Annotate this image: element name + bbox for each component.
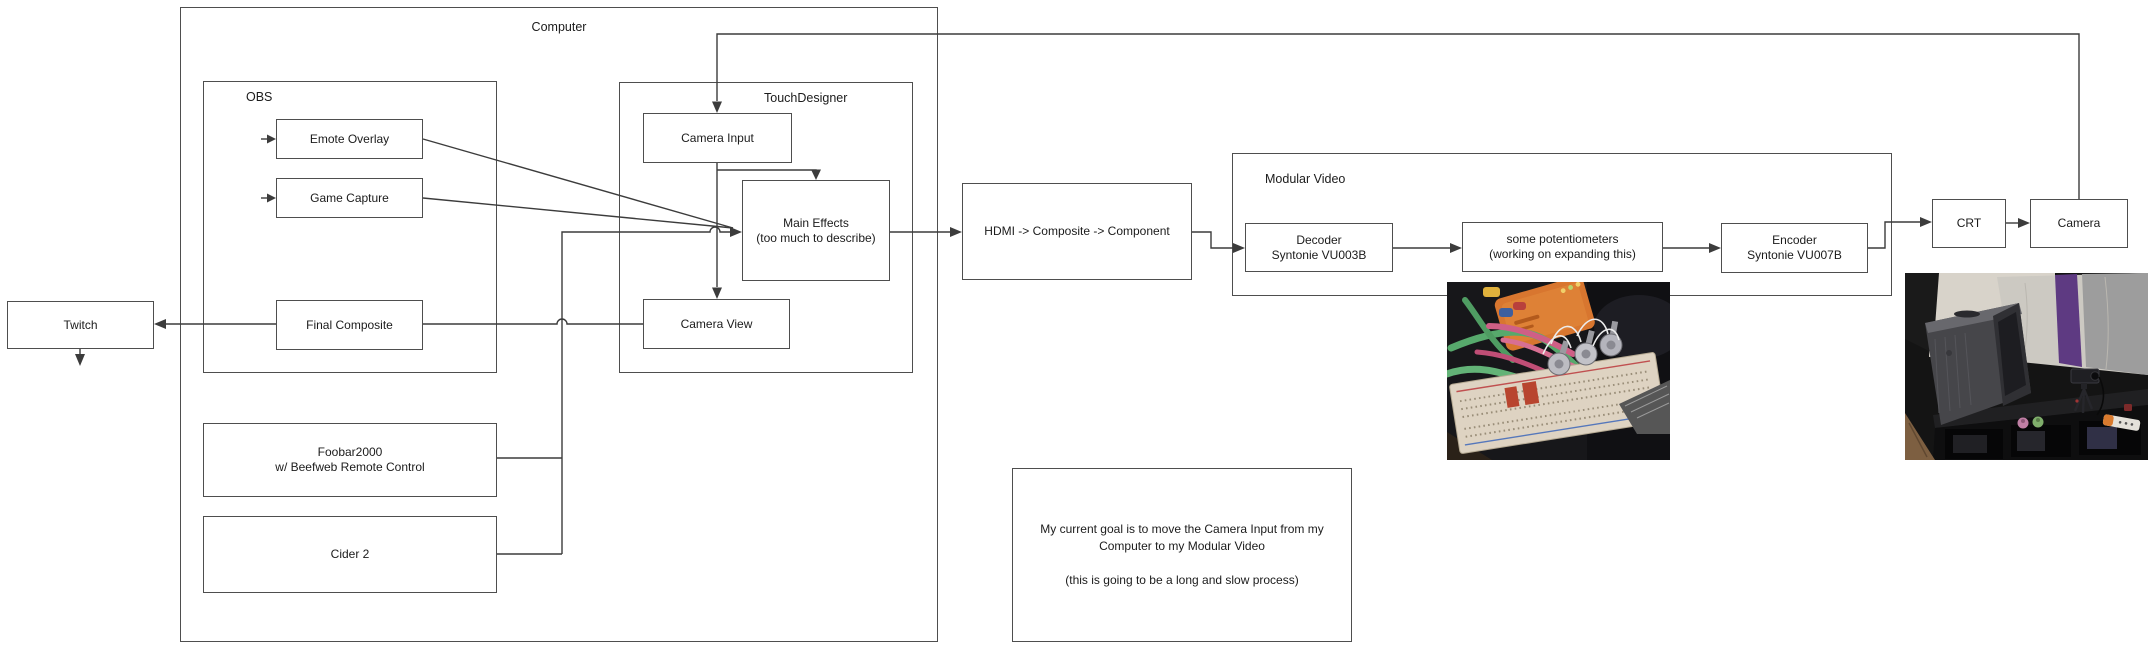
node-main-effects: Main Effects (too much to describe) bbox=[742, 180, 890, 281]
node-camera-view-label: Camera View bbox=[680, 316, 753, 331]
node-camera: Camera bbox=[2030, 199, 2128, 248]
edge-camera-feedback bbox=[716, 33, 2080, 199]
edge-encoder-to-crt bbox=[1868, 221, 1920, 249]
edge-camera-view-to-final bbox=[288, 318, 643, 325]
node-encoder: Encoder Syntonie VU007B bbox=[1721, 223, 1868, 273]
arrow-into-decoder bbox=[1233, 243, 1245, 253]
breadboard-photo bbox=[1447, 282, 1670, 460]
goal-note: My current goal is to move the Camera In… bbox=[1012, 468, 1352, 642]
node-camera-view: Camera View bbox=[643, 299, 790, 349]
edge-camera-input-to-main-effects bbox=[717, 169, 817, 171]
arrow-twitch-down bbox=[75, 354, 85, 366]
group-modular-video-label: Modular Video bbox=[1265, 172, 1346, 186]
edge-emote-to-main-effects bbox=[422, 138, 734, 229]
node-camera-input: Camera Input bbox=[643, 113, 792, 163]
node-main-effects-label: Main Effects (too much to describe) bbox=[756, 215, 876, 245]
goal-note-text: My current goal is to move the Camera In… bbox=[1040, 522, 1324, 587]
breadboard-photo-art bbox=[1447, 282, 1670, 460]
node-camera-input-label: Camera Input bbox=[681, 130, 754, 145]
edge-music-to-main-effects bbox=[497, 226, 730, 555]
arrow-into-camera-input bbox=[712, 101, 722, 113]
node-foobar2000: Foobar2000 w/ Beefweb Remote Control bbox=[203, 423, 497, 497]
arrow-into-main-effects bbox=[730, 227, 742, 237]
crt-photo bbox=[1905, 273, 2148, 460]
group-obs: OBS bbox=[203, 81, 497, 373]
node-game-capture-label: Game Capture bbox=[310, 190, 389, 205]
crt-photo-art bbox=[1905, 273, 2148, 460]
edge-hdmi-to-decoder bbox=[1192, 231, 1233, 249]
arrow-into-twitch bbox=[154, 319, 166, 329]
group-touchdesigner: TouchDesigner bbox=[619, 82, 913, 373]
node-twitch-label: Twitch bbox=[63, 317, 98, 332]
edge-game-to-main-effects bbox=[422, 197, 734, 229]
group-touchdesigner-label: TouchDesigner bbox=[764, 91, 848, 105]
node-crt-label: CRT bbox=[1956, 216, 1982, 230]
node-hdmi-converter-label: HDMI -> Composite -> Component bbox=[984, 224, 1170, 238]
node-cider2-label: Cider 2 bbox=[330, 547, 370, 561]
arrow-into-encoder bbox=[1709, 243, 1721, 253]
arrow-into-game-capture bbox=[267, 193, 276, 203]
node-decoder-label: Decoder Syntonie VU003B bbox=[1271, 232, 1367, 262]
node-decoder: Decoder Syntonie VU003B bbox=[1245, 223, 1393, 272]
arrow-into-hdmi bbox=[950, 227, 962, 237]
node-hdmi-converter: HDMI -> Composite -> Component bbox=[962, 183, 1192, 280]
node-emote-overlay-label: Emote Overlay bbox=[309, 131, 390, 146]
node-camera-label: Camera bbox=[2057, 216, 2101, 230]
node-crt: CRT bbox=[1932, 199, 2006, 248]
arrow-into-crt bbox=[1920, 217, 1932, 227]
arrow-into-camera bbox=[2018, 218, 2030, 228]
node-encoder-label: Encoder Syntonie VU007B bbox=[1747, 233, 1842, 262]
node-twitch: Twitch bbox=[7, 301, 154, 349]
node-cider2: Cider 2 bbox=[203, 516, 497, 593]
node-final-composite-label: Final Composite bbox=[306, 317, 393, 332]
node-foobar2000-label: Foobar2000 w/ Beefweb Remote Control bbox=[275, 445, 425, 474]
node-potentiometers-label: some potentiometers (working on expandin… bbox=[1489, 232, 1636, 261]
node-final-composite: Final Composite bbox=[276, 300, 423, 350]
group-obs-label: OBS bbox=[246, 90, 273, 104]
node-emote-overlay: Emote Overlay bbox=[276, 119, 423, 159]
node-potentiometers: some potentiometers (working on expandin… bbox=[1462, 222, 1663, 272]
arrow-into-emote-overlay bbox=[267, 134, 276, 144]
arrow-into-main-effects-top bbox=[811, 169, 821, 180]
group-computer-label: Computer bbox=[531, 20, 587, 34]
arrow-into-pots bbox=[1450, 243, 1462, 253]
node-game-capture: Game Capture bbox=[276, 178, 423, 218]
arrow-into-camera-view bbox=[712, 287, 722, 299]
